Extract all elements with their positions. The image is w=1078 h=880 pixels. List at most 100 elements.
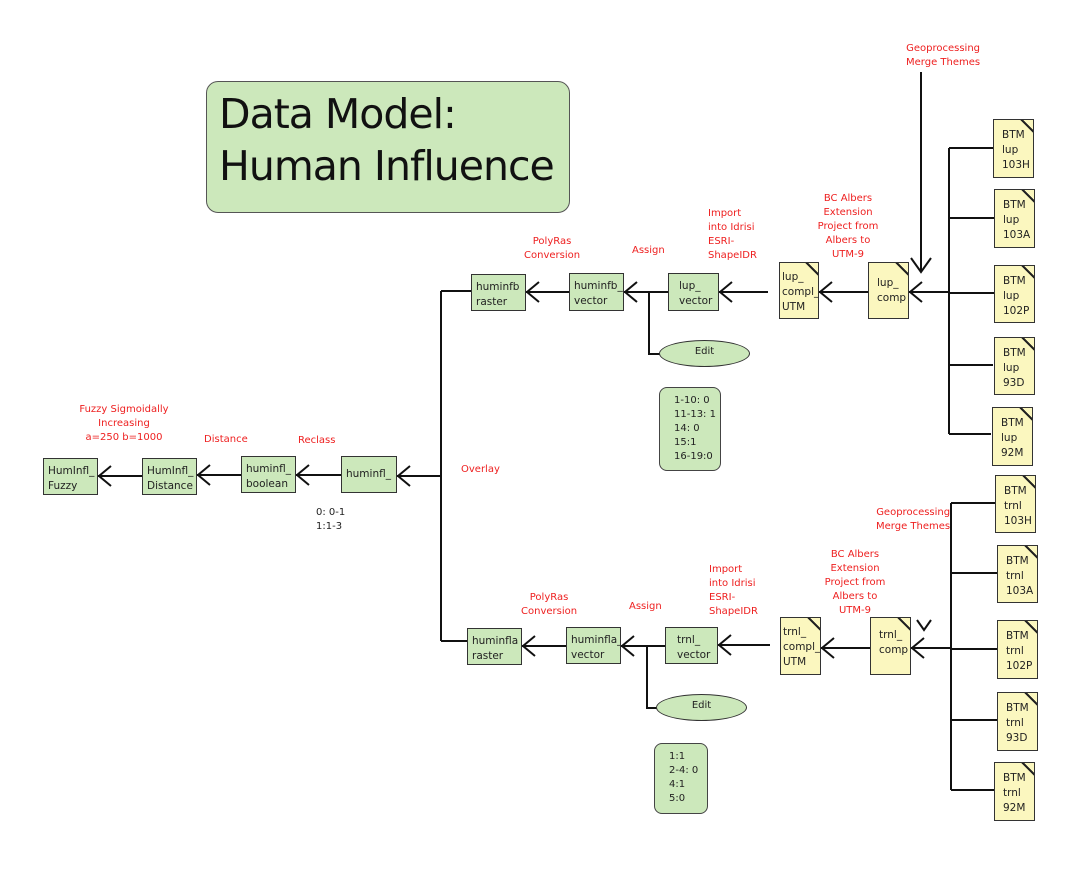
- label-line: UTM-9: [831, 249, 865, 260]
- lup-assign-rules: 1-10: 0 11-13: 1 14: 0 15:1 16-19:0: [659, 387, 721, 471]
- node-lup-compl-utm[interactable]: lup_ compl_ UTM: [779, 262, 819, 319]
- trnl-merge-label: Geoprocessing Merge Themes: [876, 506, 950, 534]
- label-line: Geoprocessing: [876, 507, 951, 518]
- rule-line: 2-4: 0: [669, 765, 699, 776]
- arrowhead-icon: [910, 637, 925, 659]
- overlay-label: Overlay: [461, 464, 500, 475]
- label-line: ShapeIDR: [708, 250, 757, 261]
- node-text: lup_: [679, 280, 701, 292]
- label-line: Conversion: [521, 606, 578, 617]
- lup-assign-label: Assign: [632, 245, 665, 256]
- node-trnl-compl-utm[interactable]: trnl_ compl_ UTM: [780, 617, 821, 675]
- rule-line: 11-13: 1: [674, 409, 716, 420]
- node-text: BTM: [1001, 417, 1024, 429]
- node-text: vector: [679, 295, 713, 307]
- diagram-title: Data Model: Human Influence: [206, 81, 570, 213]
- node-trnl-vector[interactable]: trnl_ vector: [665, 627, 718, 664]
- node-text: huminfla_: [571, 634, 621, 646]
- lup-polyras-label: PolyRas Conversion: [524, 235, 580, 263]
- node-huminfl[interactable]: huminfl_: [341, 456, 397, 493]
- node-text: Distance: [147, 480, 193, 492]
- reclass-label: Reclass: [298, 435, 336, 446]
- label-line: Extension: [830, 563, 880, 574]
- source-btm-trnl-102p[interactable]: BTM trnl 102P: [997, 620, 1038, 679]
- label-line: ESRI-: [709, 592, 736, 603]
- lup-import-label: Import into Idrisi ESRI- ShapeIDR: [708, 207, 757, 263]
- node-text: huminfl_: [246, 463, 291, 475]
- arrowhead-icon: [718, 281, 733, 303]
- node-huminfla-vector[interactable]: huminfla_ vector: [566, 627, 621, 664]
- source-btm-trnl-103h[interactable]: BTM trnl 103H: [995, 475, 1036, 533]
- reclass-rules: 0: 0-1 1:1-3: [316, 506, 345, 534]
- label-line: Conversion: [524, 250, 581, 261]
- label-line: Extension: [823, 207, 873, 218]
- arrowhead-icon: [396, 465, 411, 487]
- trnl-edit-node[interactable]: Edit: [656, 694, 747, 721]
- node-text: compl_: [783, 641, 821, 653]
- node-text: BTM: [1003, 275, 1026, 287]
- node-huminfla-raster[interactable]: huminfla raster: [467, 628, 522, 665]
- node-text: BTM: [1003, 347, 1026, 359]
- node-text: 102P: [1003, 305, 1030, 317]
- rule-line: 15:1: [674, 437, 697, 448]
- node-text: HumInfl_: [48, 465, 95, 477]
- trnl-assign-rules: 1:1 2-4: 0 4:1 5:0: [654, 743, 708, 814]
- arrowhead-icon: [820, 637, 835, 659]
- arrowhead-icon: [910, 257, 932, 274]
- node-text: trnl: [1006, 717, 1024, 729]
- node-lup-comp[interactable]: lup_ comp: [868, 262, 909, 319]
- rule-line: 1:1-3: [316, 521, 343, 532]
- node-text: 102P: [1006, 660, 1033, 672]
- node-text: trnl: [1003, 787, 1021, 799]
- label-line: Merge Themes: [906, 57, 981, 68]
- connector-trnl-edit: [646, 646, 659, 709]
- lup-edit-node[interactable]: Edit: [659, 340, 750, 367]
- node-huminfl-fuzzy[interactable]: HumInfl_ Fuzzy: [43, 458, 98, 495]
- node-text: boolean: [246, 478, 288, 490]
- lup-albers-label: BC Albers Extension Project from Albers …: [808, 192, 888, 262]
- node-text: UTM: [783, 656, 807, 668]
- source-btm-lup-103h[interactable]: BTM lup 103H: [993, 119, 1034, 178]
- node-text: lup: [1003, 290, 1020, 302]
- source-btm-lup-102p[interactable]: BTM lup 102P: [994, 265, 1035, 323]
- node-huminfl-boolean[interactable]: huminfl_ boolean: [241, 456, 296, 493]
- connector-lup-edit: [648, 292, 661, 355]
- node-huminfb-vector[interactable]: huminfb_ vector: [569, 273, 624, 311]
- source-btm-lup-93d[interactable]: BTM lup 93D: [994, 337, 1035, 395]
- label-line: ShapeIDR: [709, 606, 758, 617]
- node-huminfb-raster[interactable]: huminfb raster: [471, 274, 526, 311]
- node-text: huminfb_: [574, 280, 623, 292]
- arrowhead-icon: [620, 635, 635, 657]
- arrowhead-icon: [521, 635, 536, 657]
- label-line: Import: [709, 564, 743, 575]
- source-btm-trnl-93d[interactable]: BTM trnl 93D: [997, 692, 1038, 751]
- node-text: 103A: [1003, 229, 1031, 241]
- label-line: Merge Themes: [876, 521, 951, 532]
- node-text: trnl_: [783, 626, 807, 638]
- rule-line: 5:0: [669, 793, 686, 804]
- label-line: PolyRas: [529, 592, 569, 603]
- source-btm-trnl-92m[interactable]: BTM trnl 92M: [994, 762, 1035, 821]
- fuzzy-label-line: Fuzzy Sigmoidally: [79, 404, 169, 415]
- distance-label: Distance: [204, 434, 248, 445]
- node-text: 92M: [1003, 802, 1026, 814]
- node-trnl-comp[interactable]: trnl_ comp: [870, 617, 911, 675]
- node-lup-vector[interactable]: lup_ vector: [668, 273, 719, 311]
- node-text: huminfla: [472, 635, 519, 647]
- node-text: vector: [571, 649, 605, 661]
- node-text: vector: [677, 649, 711, 661]
- label-line: Albers to: [825, 235, 871, 246]
- node-text: BTM: [1006, 702, 1029, 714]
- source-btm-lup-103a[interactable]: BTM lup 103A: [994, 189, 1035, 248]
- label-line: into Idrisi: [709, 578, 756, 589]
- label-line: Geoprocessing: [906, 43, 981, 54]
- node-text: Fuzzy: [48, 480, 78, 492]
- node-huminfl-distance[interactable]: HumInfl_ Distance: [142, 458, 197, 495]
- node-text: BTM: [1006, 630, 1029, 642]
- node-text: trnl: [1004, 500, 1022, 512]
- source-btm-trnl-103a[interactable]: BTM trnl 103A: [997, 545, 1038, 603]
- node-text: UTM: [782, 301, 806, 313]
- source-btm-lup-92m[interactable]: BTM lup 92M: [992, 407, 1033, 466]
- arrowhead-icon: [196, 464, 211, 486]
- label-line: BC Albers: [830, 549, 880, 560]
